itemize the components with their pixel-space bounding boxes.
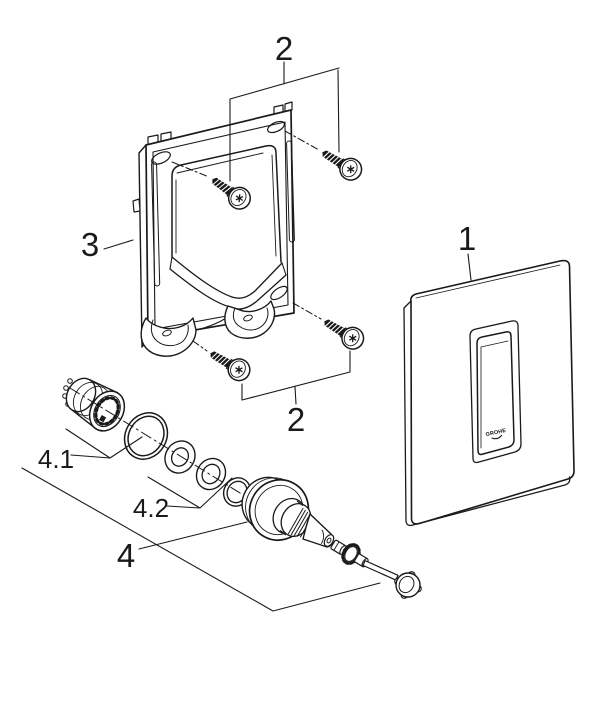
plate-top-chamfer bbox=[415, 264, 561, 299]
screw-alignment-leader bbox=[192, 340, 208, 352]
callout-label-2-bottom: 2 bbox=[287, 401, 305, 438]
o-ring bbox=[123, 412, 169, 460]
frame-opening bbox=[171, 164, 182, 258]
valve-cartridge bbox=[241, 476, 335, 548]
washer-2 bbox=[195, 457, 227, 491]
screw-alignment-leader bbox=[292, 302, 322, 320]
screw-alignment-leaders bbox=[171, 130, 322, 352]
frame-top-tab bbox=[147, 134, 159, 145]
mounting-frame bbox=[132, 101, 295, 357]
spindle-end-face bbox=[323, 534, 335, 547]
frame-slot bbox=[151, 161, 161, 287]
screw bbox=[316, 142, 367, 185]
flush-plate: GROHE bbox=[403, 259, 575, 527]
callout-label-4: 4 bbox=[117, 537, 135, 574]
frame-opening-inner-line bbox=[271, 154, 277, 257]
push-rod bbox=[341, 543, 422, 599]
frame-screw-hole bbox=[267, 120, 285, 134]
screw-alignment-leader bbox=[284, 130, 320, 151]
plate-logo-text: GROHE bbox=[485, 428, 507, 438]
valve-thread bbox=[288, 507, 313, 538]
frame-opening bbox=[180, 144, 282, 263]
screw bbox=[204, 343, 255, 386]
callout-label-3: 3 bbox=[81, 226, 99, 263]
rod-end-knob bbox=[394, 571, 422, 599]
center-axis-line bbox=[69, 387, 267, 510]
frame-recess-wall bbox=[171, 256, 283, 299]
screw bbox=[318, 311, 369, 354]
callout-label-1: 1 bbox=[458, 220, 476, 257]
callout-label-2-top: 2 bbox=[275, 30, 293, 67]
callout-label-4-2: 4.2 bbox=[133, 493, 169, 523]
plate-thickness-edge bbox=[403, 300, 571, 527]
callout-line-plate bbox=[467, 253, 472, 281]
callout-line-adapter-group bbox=[65, 428, 143, 459]
frame-clip-left bbox=[140, 317, 197, 357]
frame-screw-hole bbox=[270, 285, 288, 301]
callout-line-valve-assembly bbox=[21, 467, 381, 612]
valve-assembly bbox=[62, 377, 422, 599]
frame-slot bbox=[286, 140, 295, 243]
frame-screw-hole bbox=[151, 151, 171, 165]
washer-1 bbox=[164, 440, 196, 474]
frame-recess-edge bbox=[169, 256, 287, 276]
plate-recess bbox=[469, 320, 522, 464]
callout-line-frame bbox=[103, 239, 134, 250]
callout-lines bbox=[21, 61, 472, 612]
callout-line-screws-top bbox=[229, 61, 340, 182]
plate-button-bevel bbox=[480, 340, 509, 449]
callout-label-4-1: 4.1 bbox=[38, 444, 74, 474]
plate-logo-swoosh bbox=[491, 434, 503, 440]
plate-button bbox=[476, 331, 515, 456]
adapter-sleeve bbox=[62, 377, 126, 432]
frame-clip-right bbox=[224, 300, 276, 339]
callout-line-screws-bottom bbox=[241, 350, 351, 405]
callout-line-seal-group bbox=[147, 476, 233, 509]
plate-logo: GROHE bbox=[485, 428, 507, 440]
rod-shaft bbox=[362, 560, 399, 581]
frame-side-tab bbox=[132, 198, 141, 213]
screw-alignment-leader bbox=[171, 161, 210, 178]
